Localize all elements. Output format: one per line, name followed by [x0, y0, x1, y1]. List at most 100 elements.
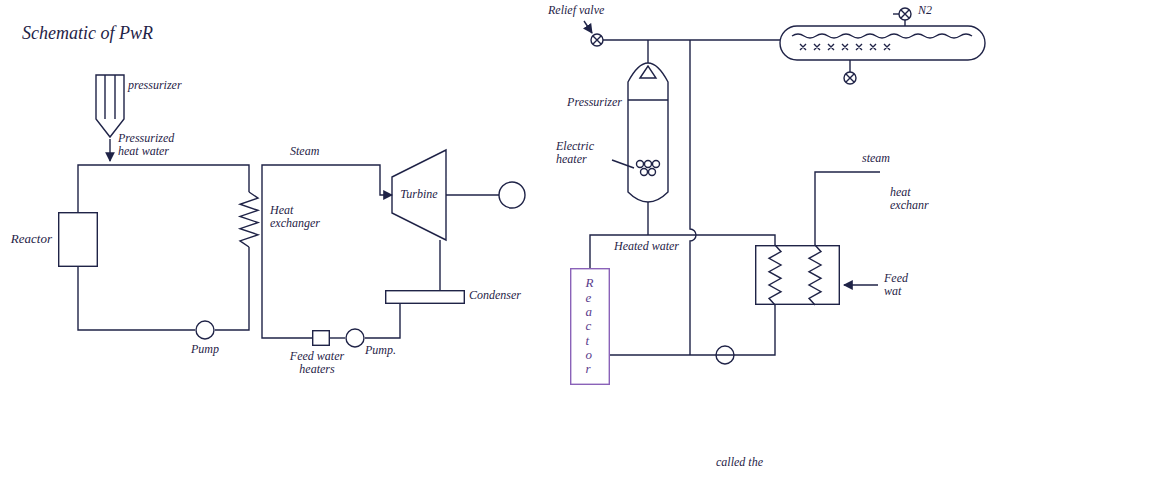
- heat-exchanger-outline: [756, 245, 840, 305]
- pipe-connector: [78, 165, 249, 212]
- heat-exchanger-shape: [755, 245, 840, 305]
- leader-arrow: [584, 21, 592, 33]
- turbine-shaft: [446, 194, 499, 195]
- valve-symbol: [899, 8, 911, 20]
- condenser-outline: [386, 291, 465, 304]
- shell-line: [261, 192, 262, 247]
- box-outline: [571, 269, 610, 385]
- heat-exchanger: heat exchanr: [755, 245, 840, 305]
- valve-symbol: [844, 72, 856, 84]
- feed-water-pump-label: Pump.: [365, 344, 396, 357]
- coil-symbol: [809, 245, 821, 305]
- heater-element: [637, 161, 644, 168]
- box-outline: [386, 291, 465, 304]
- pipe-connector: [215, 247, 249, 330]
- feed-arrow: [109, 139, 110, 161]
- coil-symbol: [769, 245, 781, 305]
- primary-pump-shape: [195, 320, 215, 340]
- pump-symbol: [196, 321, 214, 339]
- relief-line: [690, 40, 696, 355]
- pipe-connector: [590, 235, 775, 268]
- feed-water-heater: Feed water heaters: [312, 330, 330, 346]
- pressurizer-top-pipe: [647, 40, 648, 63]
- pipe-connector: [262, 165, 392, 195]
- turbine: Turbine: [392, 150, 446, 240]
- heater-element: [653, 161, 660, 168]
- valve-symbol: [591, 34, 603, 46]
- heater-element: [645, 161, 652, 168]
- vessel-outline: [96, 75, 124, 137]
- primary-pump: Pump: [195, 320, 215, 340]
- turbine-outline: [392, 150, 446, 240]
- heat-exchanger-label: heat exchanr: [890, 186, 940, 212]
- box-outline: [313, 331, 330, 346]
- gas-pipe: [904, 20, 905, 26]
- pressurizer-vessel-label: pressurizer: [128, 79, 182, 92]
- reactor-core-label: Reactor: [11, 232, 52, 245]
- water-level: [792, 34, 972, 38]
- condenser: Condenser: [385, 290, 465, 304]
- relief-tank: [780, 26, 985, 60]
- valve-cross: [593, 36, 601, 44]
- edge-label: Steam: [288, 145, 321, 158]
- pipe-connector: [439, 240, 440, 290]
- feed-water-pump-outline: [346, 329, 364, 347]
- reactor-core-shape: [58, 212, 98, 267]
- pressurizer-vessel-outline: [628, 63, 668, 202]
- surge-line: [647, 202, 648, 235]
- generator-symbol: [499, 182, 525, 208]
- spray-symbol: [628, 66, 668, 100]
- reactor-core: Re actor: [570, 268, 610, 385]
- pressurizer-vessel-label: Pressurizer: [567, 96, 622, 109]
- feed-water-pump-shape: [345, 328, 365, 348]
- heater-label: Electric heater: [556, 140, 610, 166]
- feed-water-pump: Pump.: [345, 328, 365, 348]
- valve-label: Relief valve: [548, 4, 604, 17]
- valve-cross: [846, 74, 854, 82]
- pipe-connector: [262, 247, 312, 338]
- gas-label: N2: [918, 4, 932, 17]
- feed-label: Feed wat: [884, 272, 918, 298]
- pipe-connector: [610, 305, 775, 355]
- heat-exchanger-outline: [240, 192, 262, 247]
- flow-label: Heated water: [614, 240, 679, 253]
- reactor-core-outline: [59, 213, 98, 267]
- pump-symbol: [346, 329, 364, 347]
- pressurizer-vessel: Pressurizer: [628, 52, 668, 207]
- turbine-label: Turbine: [392, 188, 446, 201]
- diagram-title: Schematic of PwR: [22, 22, 153, 44]
- pipe-connector: [330, 337, 345, 338]
- pressurizer-vessel-shape: [96, 75, 124, 137]
- box-outline: [59, 213, 98, 267]
- condenser-label: Condenser: [469, 289, 521, 302]
- sparger-marks: [800, 44, 890, 50]
- flow-label: Pressurized heat water: [118, 132, 190, 158]
- steam-label: steam: [862, 152, 890, 165]
- pressurizer-vessel: pressurizer: [96, 75, 124, 137]
- condenser-shape: [385, 290, 465, 304]
- pipe-connector: [365, 304, 400, 338]
- heat-exchanger-label: Heat exchanger: [270, 204, 332, 230]
- drain-pipe: [849, 60, 850, 72]
- steam-line: [815, 172, 880, 245]
- primary-pump-outline: [196, 321, 214, 339]
- leader-line: [612, 160, 634, 168]
- heater-element: [641, 169, 648, 176]
- primary-pump-label: Pump: [191, 343, 219, 356]
- feed-line: [844, 284, 878, 285]
- reactor-core-label: Re actor: [586, 276, 600, 376]
- feed-water-heater-label: Feed water heaters: [284, 350, 350, 376]
- turbine-symbol: [392, 150, 446, 240]
- relief-pipe: [603, 39, 780, 40]
- heat-exchanger: Heat exchanger: [236, 192, 263, 247]
- pressurizer-vessel-shape: [628, 52, 668, 207]
- box-outline: [756, 246, 840, 305]
- valve-cross: [901, 10, 909, 18]
- feed-water-heater-outline: [313, 331, 330, 346]
- heater-element: [649, 169, 656, 176]
- vessel-marks: [105, 75, 115, 119]
- vessel-outline: [628, 63, 668, 202]
